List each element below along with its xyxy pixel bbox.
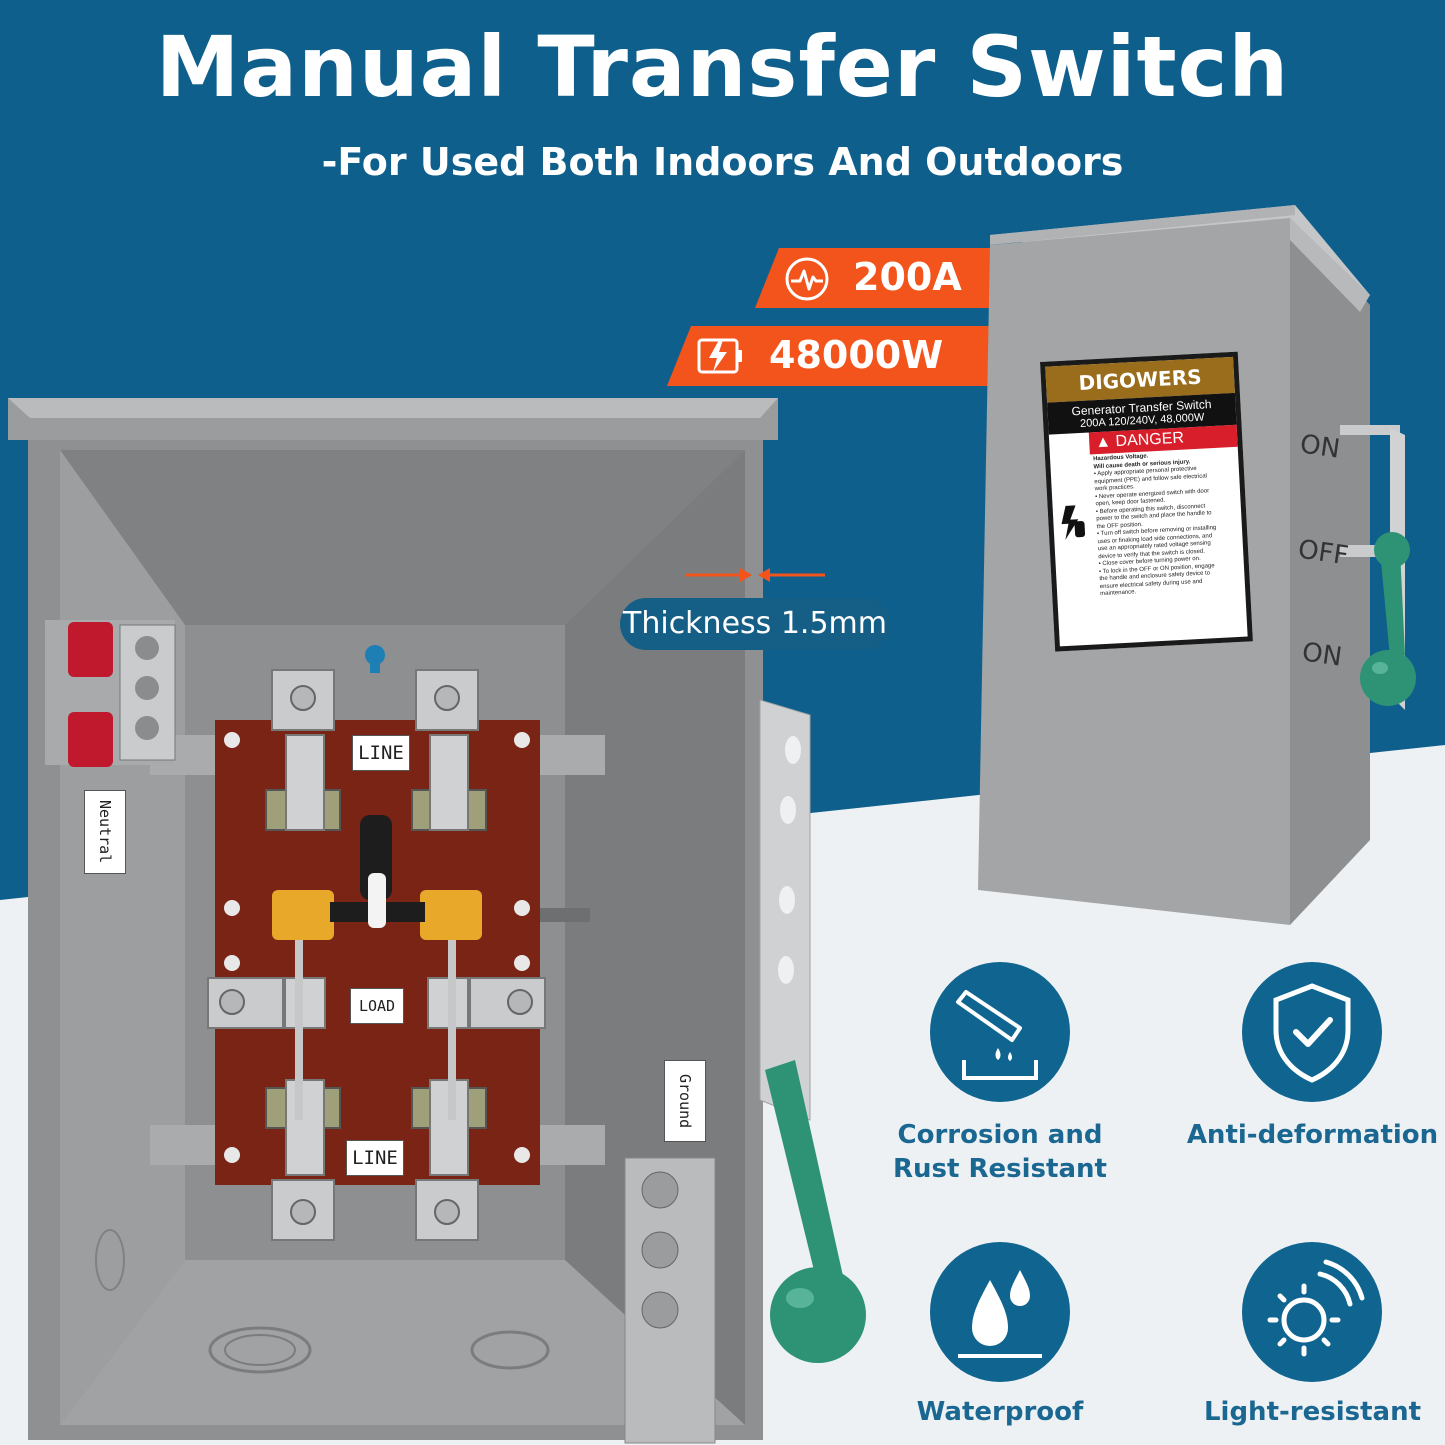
label-load: LOAD xyxy=(350,988,404,1024)
feature-anti-deformation: Anti-deformation xyxy=(1180,960,1445,1160)
badge-shape xyxy=(667,326,1007,386)
badge-current-text: 200A xyxy=(853,255,962,299)
label-ground: Ground xyxy=(664,1060,706,1142)
badge-current: 200A xyxy=(755,248,1005,308)
danger-text: DANGER xyxy=(1115,429,1185,451)
water-drop-icon xyxy=(930,1242,1070,1382)
feature-waterproof: Waterproof xyxy=(880,1240,1120,1440)
shock-hazard-icon xyxy=(1061,505,1086,540)
page-title: Manual Transfer Switch xyxy=(155,18,1290,116)
enclosure-label: DIGOWERS Generator Transfer Switch 200A … xyxy=(1040,351,1253,652)
page-subtitle: -For Used Both Indoors And Outdoors xyxy=(321,140,1124,184)
open-enclosure xyxy=(8,398,866,1444)
label-line-bottom: LINE xyxy=(346,1140,404,1176)
label-line-top: LINE xyxy=(352,735,410,771)
feature-anti-deformation-label: Anti-deformation xyxy=(1186,1120,1439,1150)
pulse-icon xyxy=(785,257,829,301)
feature-corrosion: Corrosion and Rust Resistant xyxy=(880,960,1120,1190)
thickness-label: Thickness 1.5mm xyxy=(620,598,890,650)
corrosion-icon xyxy=(930,962,1070,1102)
position-on-bottom: ON xyxy=(1300,637,1344,673)
sun-icon xyxy=(1242,1242,1382,1382)
position-on-top: ON xyxy=(1298,429,1342,465)
badge-power: 48000W xyxy=(667,326,1007,386)
thickness-arrows xyxy=(685,568,825,582)
feature-corrosion-line1: Corrosion and xyxy=(897,1120,1103,1150)
feature-light-resistant: Light-resistant xyxy=(1180,1240,1445,1440)
label-neutral: Neutral xyxy=(84,790,126,874)
feature-light-resistant-label: Light-resistant xyxy=(1203,1397,1422,1427)
warning-icon: ▲ xyxy=(1094,433,1116,452)
battery-bolt-icon xyxy=(697,338,742,374)
badge-power-text: 48000W xyxy=(769,333,944,377)
shield-check-icon xyxy=(1242,962,1382,1102)
feature-waterproof-label: Waterproof xyxy=(916,1397,1084,1427)
warning-text: Hazardous Voltage.Will cause death or se… xyxy=(1090,447,1245,601)
feature-corrosion-line2: Rust Resistant xyxy=(893,1154,1107,1184)
